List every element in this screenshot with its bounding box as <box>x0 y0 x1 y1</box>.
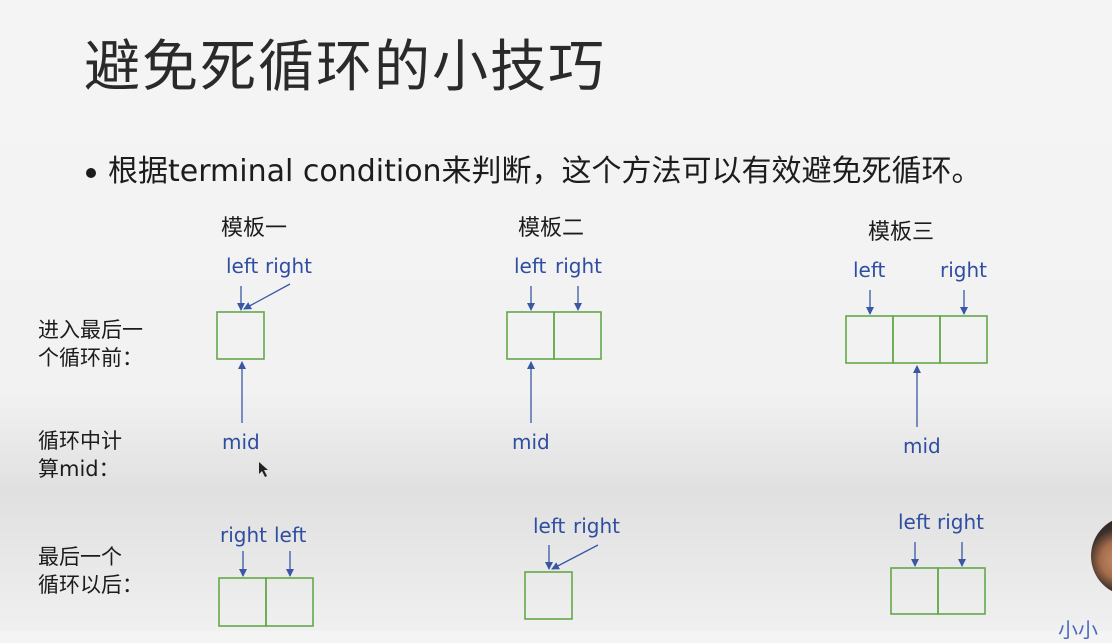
t2-after-left-label: left <box>533 514 566 538</box>
t2-after-right-label: right <box>573 514 620 538</box>
t3-after-box-1 <box>890 567 939 615</box>
t1-after-left-label: left <box>274 523 307 547</box>
row-label-before-last-loop: 进入最后一 个循环前： <box>38 318 143 370</box>
t1-right-arrow <box>243 283 291 310</box>
t2-before-box-1 <box>506 311 555 360</box>
t3-mid-label: mid <box>903 434 941 458</box>
t1-after-box-2 <box>265 577 314 627</box>
t3-after-box-2 <box>937 567 986 615</box>
row-label-after-last-loop: 最后一个 循环以后： <box>38 545 143 597</box>
t3-before-box-2 <box>892 315 941 364</box>
t3-left-label: left <box>853 258 886 282</box>
bullet-text: 根据terminal condition来判断，这个方法可以有效避免死循环。 <box>108 154 982 189</box>
t1-before-box <box>216 311 265 360</box>
bullet-point: 根据terminal condition来判断，这个方法可以有效避免死循环。 <box>86 146 982 190</box>
template-1-header: 模板一 <box>221 216 288 241</box>
watermark-text: 小小 <box>1058 618 1098 642</box>
t1-after-right-label: right <box>220 523 267 547</box>
t2-after-right-arrow <box>551 544 599 570</box>
bullet-dot-icon <box>86 167 96 178</box>
presenter-avatar <box>1091 516 1112 596</box>
template-2-header: 模板二 <box>518 216 585 241</box>
t3-before-box-3 <box>939 315 988 364</box>
t2-right-label: right <box>555 254 602 278</box>
t1-left-label: left <box>226 254 259 278</box>
slide-title: 避免死循环的小技巧 <box>84 35 606 100</box>
t2-after-box <box>524 571 573 620</box>
t2-mid-label: mid <box>512 430 550 454</box>
t2-before-box-2 <box>553 311 602 360</box>
row-label-compute-mid: 循环中计 算mid： <box>38 429 122 481</box>
t3-after-left-label: left <box>898 510 931 534</box>
t3-after-right-label: right <box>937 510 984 534</box>
t2-left-label: left <box>514 254 547 278</box>
t3-right-label: right <box>940 258 987 282</box>
mouse-cursor-icon <box>259 462 268 477</box>
t1-after-box-1 <box>218 577 267 627</box>
t1-mid-label: mid <box>222 430 260 454</box>
t3-before-box-1 <box>845 315 894 364</box>
template-3-header: 模板三 <box>868 220 935 245</box>
t1-right-label: right <box>265 254 312 278</box>
